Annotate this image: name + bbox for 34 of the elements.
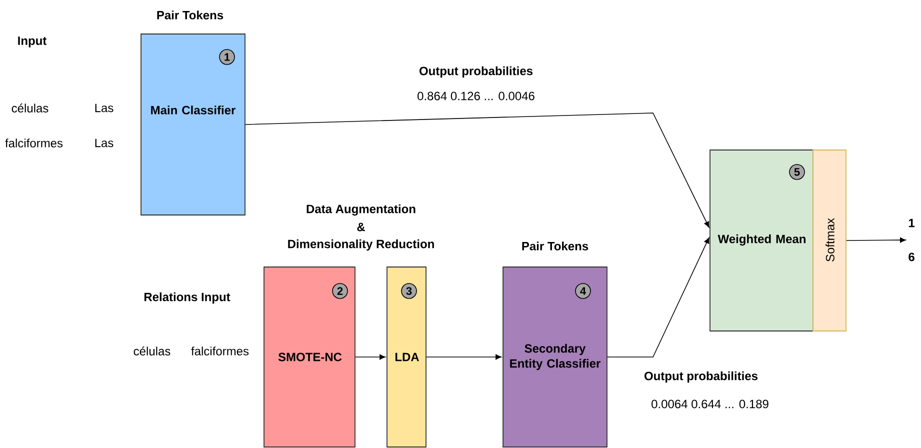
number-badge: 1 [219, 49, 235, 65]
text-label: Relations Input [144, 292, 230, 304]
number-badge: 4 [575, 283, 591, 299]
text-label: Input [18, 36, 47, 48]
number-badge: 5 [789, 164, 805, 180]
text-label: falciformes [5, 138, 63, 148]
heading: Pair Tokens [157, 10, 224, 20]
text-label: Output probabilities [420, 66, 533, 78]
heading: Pair Tokens [522, 242, 588, 250]
text-label: & [357, 222, 365, 232]
arrow [355, 354, 386, 360]
text-label: células [12, 104, 48, 112]
text-label: Dimensionality Reduction [288, 239, 434, 251]
text-label: 0.864 0.126 ... 0.0046 [418, 92, 534, 100]
arrow [607, 237, 710, 358]
number-badge: 3 [401, 283, 417, 299]
output-text: 1 6 [908, 218, 915, 262]
text-label: células [134, 346, 170, 356]
text-label: falciformes [191, 346, 249, 356]
text-label: Data Augmentation [306, 204, 416, 216]
text-label: Las [95, 104, 114, 112]
number-badge: 2 [332, 283, 348, 299]
box-label: SMOTE-NC [278, 352, 342, 362]
text-label: 0.0064 0.644 ... 0.189 [652, 400, 768, 408]
arrow [846, 237, 906, 243]
arrow [245, 112, 710, 228]
box-label: Secondary Entity Classifier [510, 344, 600, 370]
text-label: Las [95, 138, 114, 148]
box-label: Weighted Mean [718, 234, 806, 246]
arrow [426, 354, 502, 360]
box-label: LDA [395, 352, 420, 362]
box-label: Softmax [826, 218, 834, 262]
text-label: Output probabilities [644, 371, 758, 383]
box-label: Main Classifier [151, 106, 236, 114]
